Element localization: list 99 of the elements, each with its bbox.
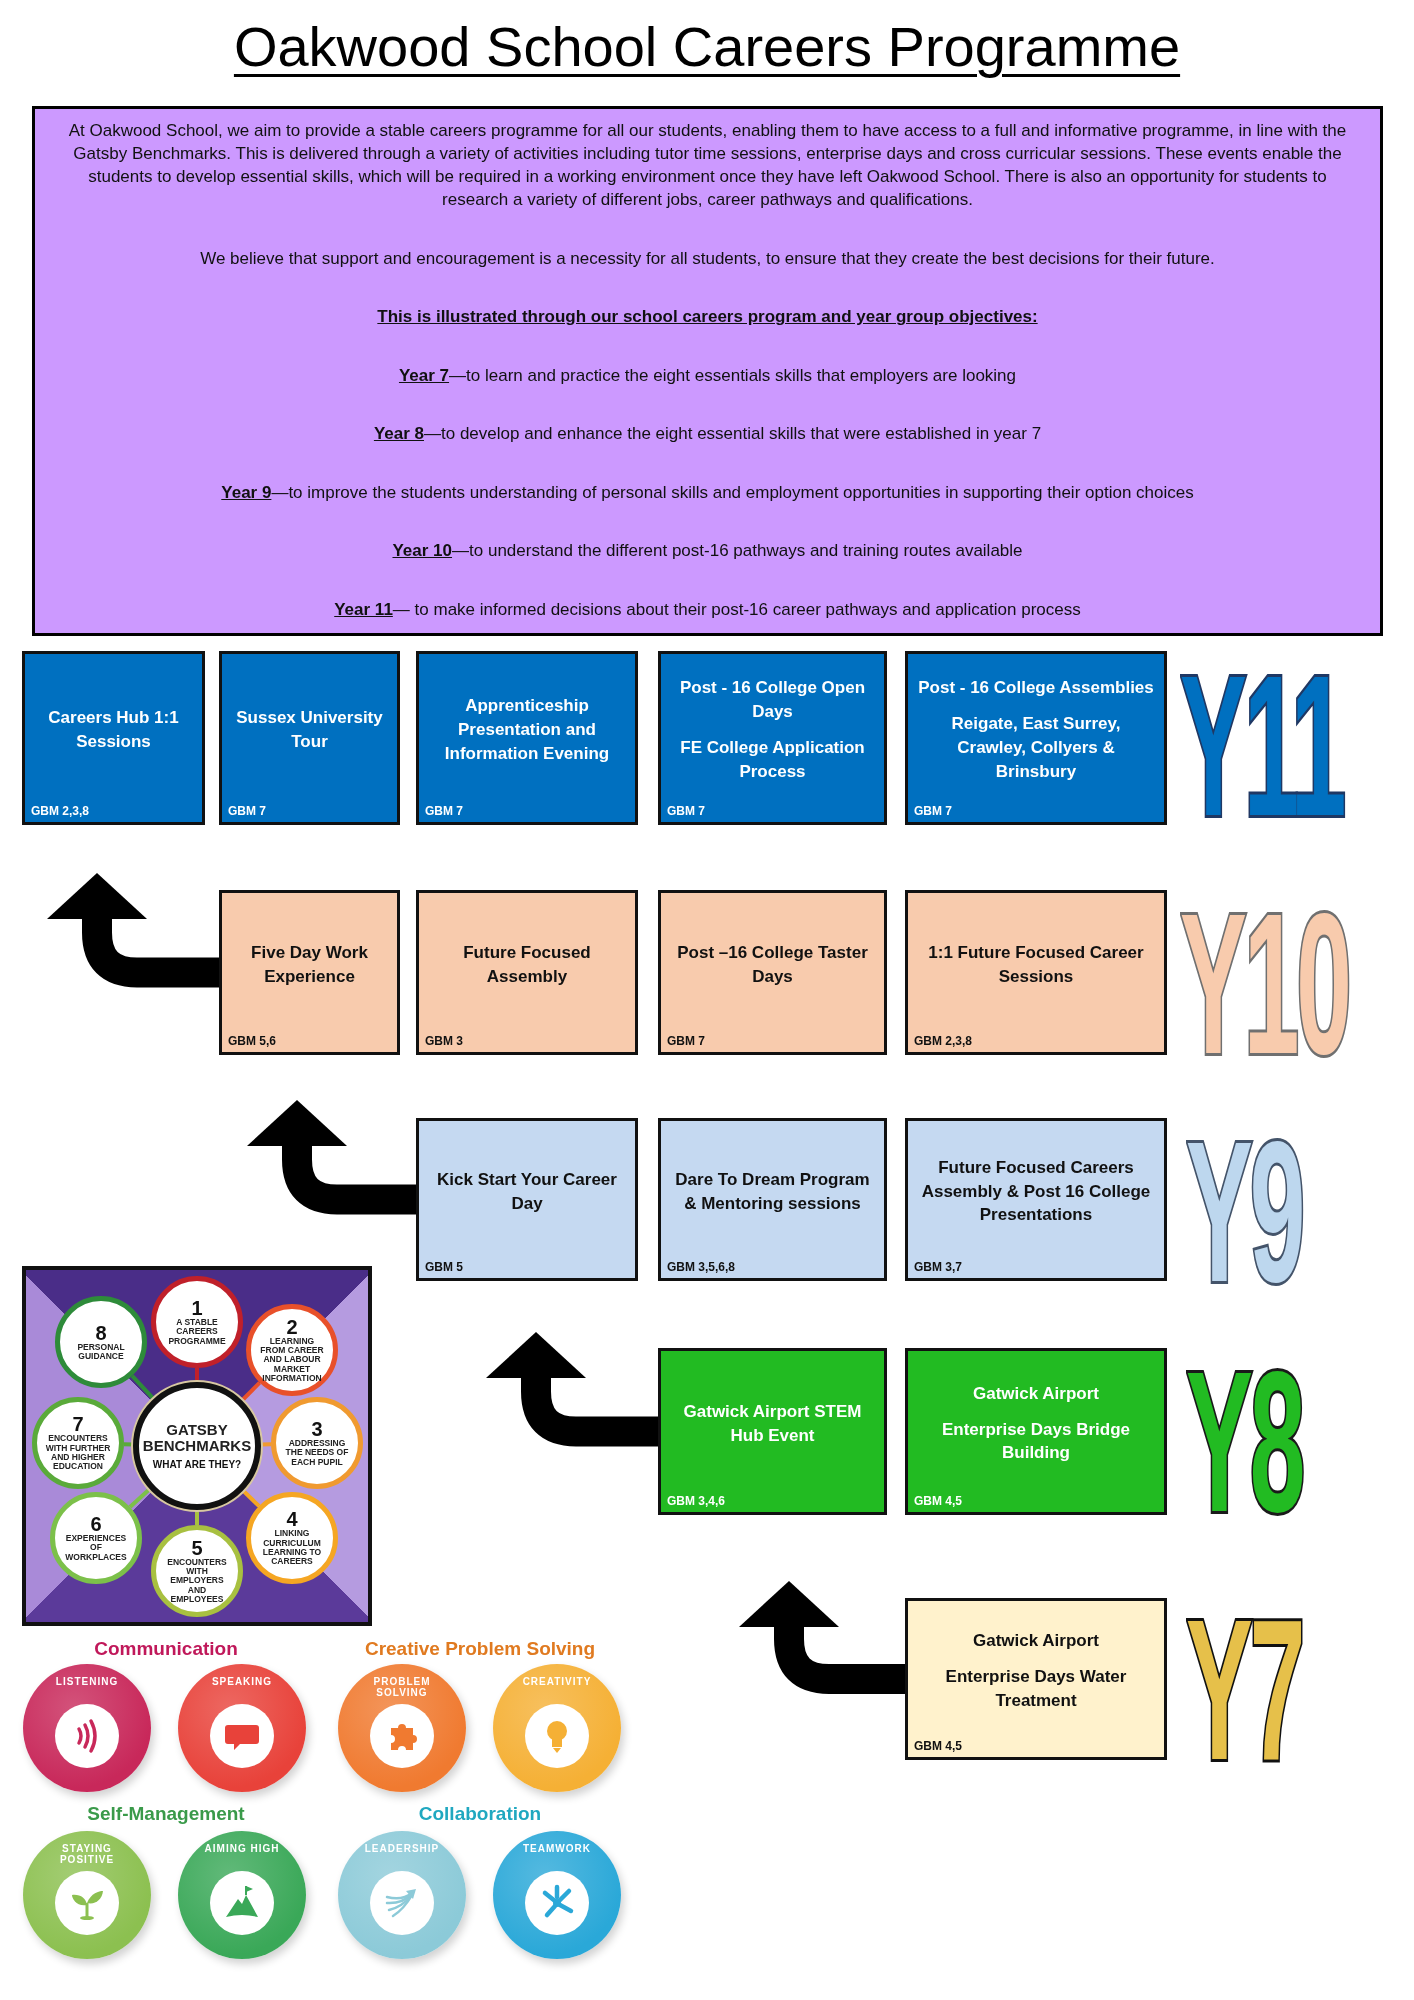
benchmark-code: GBM 3	[425, 1034, 463, 1048]
activity-title: Future Focused Assembly	[462, 941, 592, 988]
activity-title: Post –16 College Taster Days	[676, 941, 869, 988]
benchmark-description: A STABLE CAREERS PROGRAMME	[167, 1318, 227, 1346]
benchmark-number: 8	[95, 1322, 107, 1343]
activity-title: Apprenticeship Presentation and Information Evening	[443, 695, 611, 765]
benchmark-description: ADDRESSING THE NEEDS OF EACH PUPIL	[284, 1439, 350, 1467]
badge-label: TEAMWORK	[522, 1843, 592, 1854]
activity-box	[416, 1118, 638, 1281]
skill-category-heading: Creative Problem Solving	[363, 1638, 597, 1660]
benchmark-code: GBM 7	[914, 804, 952, 818]
badge-label: PROBLEM SOLVING	[372, 1676, 432, 1698]
activity-title: Kick Start Your Career Day	[436, 1168, 618, 1215]
badge-label: SPEAKING	[210, 1676, 274, 1687]
benchmark-number: 1	[191, 1298, 203, 1318]
activity-box	[658, 890, 887, 1055]
year-label: Y8	[1186, 1356, 1303, 1528]
activity-title: Reigate, East Surrey, Crawley, Collyers & Brinsbury	[950, 713, 1122, 783]
benchmark-code: GBM 5	[425, 1260, 463, 1274]
badge-label: AIMING HIGH	[203, 1843, 281, 1854]
activity-title: Dare To Dream Program & Mentoring sessions	[674, 1168, 871, 1215]
benchmark-number: 3	[311, 1419, 323, 1439]
year-objective: Year 9—to improve the students understanding of personal skills and employment opportunities in supporting their option choices	[220, 481, 1195, 504]
activity-box	[905, 1598, 1167, 1760]
badge-label: LISTENING	[54, 1676, 120, 1687]
benchmark-code: GBM 2,3,8	[31, 804, 90, 818]
benchmark-description: ENCOUNTERS WITH EMPLOYERS AND EMPLOYEES	[166, 1557, 228, 1605]
intro-heading: This is illustrated through our school careers program and year group objectives:	[376, 306, 1039, 329]
activity-box	[905, 890, 1167, 1055]
connector-line	[128, 1487, 152, 1509]
activity-title: Gatwick Airport	[973, 1630, 1099, 1653]
year-objective: Year 10—to understand the different post-16 pathways and training routes available	[391, 540, 1024, 563]
year-label: Y9	[1186, 1126, 1303, 1298]
activity-title: Gatwick Airport STEM Hub Event	[682, 1400, 863, 1447]
benchmark-number: 5	[191, 1537, 203, 1558]
badge-label: CREATIVITY	[521, 1676, 593, 1687]
intro-panel	[32, 106, 1383, 636]
activity-title: Gatwick Airport	[973, 1382, 1099, 1405]
benchmark-code: GBM 5,6	[228, 1034, 276, 1048]
activity-box	[219, 651, 400, 825]
badge-label: LEADERSHIP	[363, 1843, 441, 1854]
benchmark-description: LEARNING FROM CAREER AND LABOUR MARKET INFORMATION	[259, 1336, 325, 1384]
skill-category-heading: Communication	[93, 1638, 239, 1660]
activity-title: Enterprise Days Bridge Building	[941, 1418, 1131, 1465]
activity-title: Post - 16 College Assemblies	[918, 677, 1154, 700]
activity-box	[658, 651, 887, 825]
activity-title: Future Focused Careers Assembly & Post 16 College Presentations	[920, 1156, 1152, 1227]
activity-box	[905, 651, 1167, 825]
activity-title: Sussex University Tour	[235, 707, 384, 753]
curved-arrow	[247, 1100, 416, 1215]
hub-subtitle: WHAT ARE THEY?	[152, 1458, 242, 1470]
year-objective: Year 8—to develop and enhance the eight essential skills that were established in year 7	[372, 423, 1043, 446]
year-label: Y7	[1186, 1604, 1303, 1776]
benchmark-number: 2	[286, 1316, 298, 1337]
benchmark-code: GBM 3,4,6	[667, 1494, 726, 1508]
benchmark-description: ENCOUNTERS WITH FURTHER AND HIGHER EDUCATION	[44, 1434, 112, 1472]
intro-paragraph: At Oakwood School, we aim to provide a stable careers programme for all our students, enabling them to have access to a full and informative programme, in line with the Gatsby Benchmarks. This is delivered through a variety of activities including tutor time sessions, enterprise days and cross curricular sessions. These events enable the students to develop essential skills, which will be required in a working environment once they have left Oakwood School. There is also an opportunity for students to research a variety of different jobs, career pathways and qualifications.	[67, 120, 1348, 212]
connector-line	[240, 1381, 262, 1402]
badge-label: STAYING POSITIVE	[58, 1843, 116, 1865]
activity-box	[658, 1348, 887, 1515]
activity-box	[22, 651, 205, 825]
benchmark-number: 4	[286, 1509, 298, 1530]
benchmark-code: GBM 4,5	[914, 1739, 962, 1753]
activity-title: Careers Hub 1:1 Sessions	[47, 707, 180, 753]
benchmark-description: EXPERIENCES OF WORKPLACES	[64, 1534, 128, 1562]
page-title: Oakwood School Careers Programme	[232, 14, 1182, 79]
benchmark-code: GBM 7	[667, 804, 705, 818]
activity-title: Post - 16 College Open Days	[678, 677, 867, 724]
activity-box	[905, 1348, 1167, 1515]
intro-paragraph: We believe that support and encouragement is a necessity for all students, to ensure that they create the best decisions for their future.	[199, 247, 1216, 270]
benchmark-code: GBM 7	[425, 804, 463, 818]
skill-category-heading: Self-Management	[86, 1803, 246, 1825]
activity-title: Enterprise Days Water Treatment	[944, 1666, 1128, 1712]
activity-title: 1:1 Future Focused Career Sessions	[927, 941, 1145, 988]
activity-box	[416, 890, 638, 1055]
year-objective: Year 7—to learn and practice the eight essentials skills that employers are looking	[397, 364, 1018, 387]
benchmark-code: GBM 7	[228, 804, 266, 818]
benchmark-code: GBM 4,5	[914, 1494, 962, 1508]
benchmark-description: LINKING CURRICULUM LEARNING TO CAREERS	[261, 1529, 323, 1567]
skill-category-heading: Collaboration	[417, 1803, 543, 1825]
year-label: Y10	[1180, 898, 1349, 1070]
benchmark-description: PERSONAL GUIDANCE	[76, 1342, 126, 1362]
connector-line	[241, 1489, 261, 1508]
year-label: Y11	[1180, 660, 1344, 832]
benchmark-number: 6	[90, 1514, 102, 1534]
activity-box	[219, 890, 400, 1055]
activity-title: FE College Application Process	[679, 737, 866, 783]
benchmark-code: GBM 3,7	[914, 1260, 962, 1274]
year-objective: Year 11— to make informed decisions about their post-16 career pathways and application process	[333, 598, 1082, 621]
activity-box	[905, 1118, 1167, 1281]
benchmark-code: GBM 7	[667, 1034, 705, 1048]
activity-box	[416, 651, 638, 825]
hub-title: GATSBY BENCHMARKS	[141, 1422, 253, 1454]
benchmark-code: GBM 2,3,8	[914, 1034, 973, 1048]
benchmark-number: 7	[72, 1414, 84, 1435]
activity-box	[658, 1118, 887, 1281]
activity-title: Five Day Work Experience	[250, 941, 369, 988]
benchmark-code: GBM 3,5,6,8	[667, 1260, 736, 1274]
connector-line	[130, 1374, 156, 1401]
